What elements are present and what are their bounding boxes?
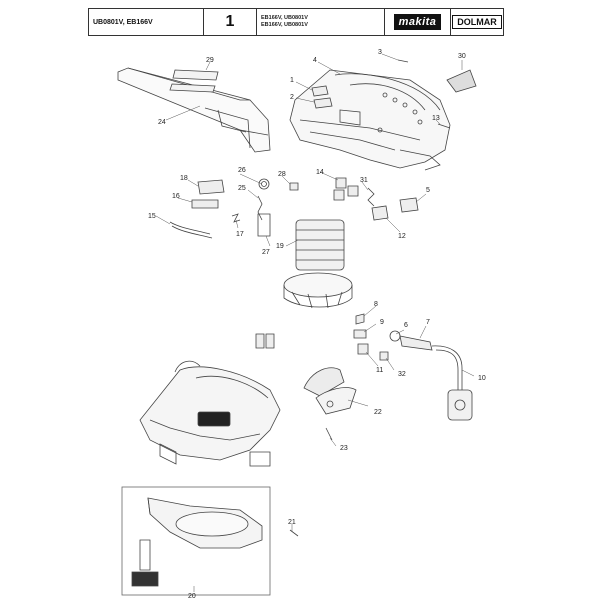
vacuum-attachment-part <box>131 497 263 587</box>
motor-fan-part <box>283 219 353 309</box>
switch-cover-part <box>191 199 219 209</box>
model-numbers: UB0801V, EB166V <box>89 9 204 35</box>
dolmar-logo-text: DOLMAR <box>452 15 502 29</box>
callout-32: 32 <box>398 371 406 378</box>
callout-3: 3 <box>378 49 382 56</box>
spring-part-25 <box>257 195 263 221</box>
callout-13: 13 <box>432 115 440 122</box>
switch-spring-part <box>313 97 333 109</box>
callout-8: 8 <box>374 301 378 308</box>
model-variant-line-2: EB166V, UB0801V <box>261 22 308 28</box>
callout-22: 22 <box>374 409 382 416</box>
callout-30: 30 <box>458 53 466 60</box>
callout-27: 27 <box>262 249 270 256</box>
switch-lever-part <box>311 85 329 97</box>
title-block: UB0801V, EB166V 1 EB166V, UB0801V EB166V… <box>88 8 504 36</box>
bracket-part <box>257 213 271 237</box>
callout-14: 14 <box>316 169 324 176</box>
housing-half-part <box>289 69 451 171</box>
callout-20: 20 <box>188 593 196 600</box>
spare-brush-part <box>255 333 265 349</box>
callout-28: 28 <box>278 171 286 178</box>
switch-part-5 <box>399 197 419 213</box>
callout-5: 5 <box>426 187 430 194</box>
model-variant-line-1: EB166V, UB0801V <box>261 15 308 21</box>
callout-24: 24 <box>158 119 166 126</box>
brush-holder-part <box>371 205 389 221</box>
dolmar-logo: DOLMAR <box>451 9 503 35</box>
callout-18: 18 <box>180 175 188 182</box>
cable-part <box>169 221 211 235</box>
callout-6: 6 <box>404 322 408 329</box>
callout-31: 31 <box>360 177 368 184</box>
carbon-brush-part <box>335 177 347 189</box>
spring-part-31 <box>367 187 375 207</box>
label-strip-part <box>169 69 219 93</box>
callout-1: 1 <box>290 77 294 84</box>
cord-guard-part <box>399 335 433 351</box>
callout-25: 25 <box>238 185 246 192</box>
nut-part <box>289 182 299 191</box>
makita-logo-text: makita <box>393 14 442 30</box>
callout-7: 7 <box>426 319 430 326</box>
switch-part <box>197 179 225 195</box>
assembled-blower-drawing <box>139 360 281 467</box>
callout-16: 16 <box>172 193 180 200</box>
screw-part-21 <box>289 529 299 537</box>
callout-11: 11 <box>376 367 383 374</box>
callout-29: 29 <box>206 57 214 64</box>
makita-logo: makita <box>385 9 451 35</box>
spring-part-17 <box>231 213 241 223</box>
page-number: 1 <box>204 9 257 35</box>
callout-19: 19 <box>276 243 284 250</box>
vacuum-attachment-frame <box>121 486 271 596</box>
screw-part-23 <box>325 427 333 441</box>
callout-9: 9 <box>380 319 384 326</box>
blower-tube-part <box>117 67 271 153</box>
callout-4: 4 <box>313 57 317 64</box>
nozzle-cover-part <box>303 367 357 415</box>
callout-12: 12 <box>398 233 406 240</box>
callout-17: 17 <box>236 231 244 238</box>
trigger-lock-part <box>446 69 477 93</box>
callout-23: 23 <box>340 445 348 452</box>
screw-part-13 <box>437 123 451 129</box>
ring-part <box>258 178 270 190</box>
callout-21: 21 <box>288 519 296 526</box>
screw-part-3 <box>397 59 409 63</box>
callout-10: 10 <box>478 375 486 382</box>
callout-26: 26 <box>238 167 246 174</box>
model-variants: EB166V, UB0801V EB166V, UB0801V <box>257 9 385 35</box>
callout-2: 2 <box>290 94 294 101</box>
callout-15: 15 <box>148 213 156 220</box>
power-cord-part <box>431 345 473 421</box>
cord-clamp-part <box>355 313 365 325</box>
